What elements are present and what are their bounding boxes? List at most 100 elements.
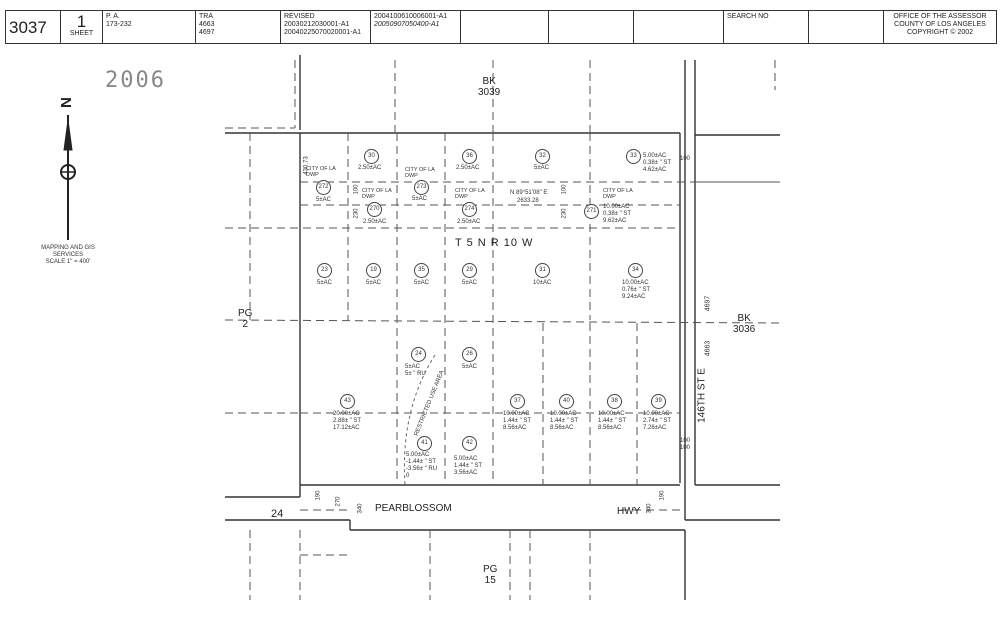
parcel-line: 8.56±AC bbox=[598, 425, 622, 431]
parcel-number: 273 bbox=[414, 180, 429, 195]
parcel-acreage: 2.50±AC bbox=[457, 219, 481, 225]
parcel-number: 274 bbox=[462, 202, 477, 217]
mapping-line: MAPPING AND GIS bbox=[41, 245, 95, 251]
revised-cell: REVISED 20030212030001-A1 20040225070020… bbox=[281, 11, 371, 43]
parcel-line: 1.44± " ST bbox=[454, 463, 483, 469]
parcel-line: 5± " RU bbox=[405, 371, 426, 377]
sheet-label: SHEET bbox=[69, 30, 94, 37]
parcel-line: 2.88± " ST bbox=[333, 418, 362, 424]
parcel-line: 10.00±AC bbox=[622, 280, 649, 286]
dimension-label: 230 bbox=[353, 208, 360, 219]
parcel-number: 34 bbox=[628, 263, 643, 278]
parcel-line: 8.56±AC bbox=[503, 425, 527, 431]
parcel-line: -3.56± " RU bbox=[406, 466, 438, 472]
parcel-line: 1.44± " ST bbox=[598, 418, 627, 424]
dimension-label: 340 bbox=[357, 503, 364, 514]
bk-text: BK bbox=[482, 76, 496, 87]
bk-number: 3039 bbox=[478, 87, 501, 98]
tra-cell: TRA 4663 4697 bbox=[196, 11, 281, 43]
parcel-acreage: 2.50±AC bbox=[358, 165, 382, 171]
office-line: OFFICE OF THE ASSESSOR bbox=[893, 13, 987, 20]
parcel-line: 1.44± " ST bbox=[503, 418, 532, 424]
pa-value: 173-232 bbox=[106, 21, 132, 28]
tra-label: TRA bbox=[199, 13, 213, 20]
parcel-number: 271 bbox=[584, 204, 599, 219]
parcel-line: 0.38± " ST bbox=[643, 160, 672, 166]
office-cell: OFFICE OF THE ASSESSOR COUNTY OF LOS ANG… bbox=[884, 11, 996, 43]
parcel-line: 0.38± " ST bbox=[603, 211, 632, 217]
pa-label: P. A. bbox=[106, 13, 120, 20]
parcel-line: 5±AC bbox=[405, 364, 420, 370]
map-book-number: 3037 bbox=[9, 18, 47, 37]
revised2-value: 2004100610006001-A1 bbox=[374, 13, 448, 20]
parcel-line: CITY OF LA bbox=[405, 167, 435, 173]
dimension-label: 100 bbox=[353, 184, 360, 195]
dimension-label: 430.73 bbox=[303, 156, 310, 175]
parcel-number: 43 bbox=[340, 394, 355, 409]
mapping-label: MAPPING AND GIS SERVICES SCALE 1" = 400' bbox=[38, 245, 98, 266]
parcel-line: 5.00±AC bbox=[454, 456, 478, 462]
dimension-label: 100 bbox=[680, 438, 691, 444]
parcel-line: 10.00±AC bbox=[603, 204, 630, 210]
sheet-cell: 1 SHEET bbox=[61, 11, 103, 43]
parcel-acreage: 5±AC bbox=[366, 280, 381, 286]
parcel-line: 5.00±AC bbox=[406, 452, 430, 458]
parcel-acreage: 2.50±AC bbox=[456, 165, 480, 171]
township-label: T 5 N R 10 W bbox=[455, 237, 534, 249]
parcel-line: DWP bbox=[362, 194, 375, 200]
mapping-line: SERVICES bbox=[52, 252, 84, 258]
parcel-acreage: 10±AC bbox=[533, 280, 552, 286]
north-arrow bbox=[60, 115, 76, 240]
pa-cell: P. A. 173-232 bbox=[103, 11, 196, 43]
tra-right-a: 4697 bbox=[704, 295, 712, 312]
parcel-acreage: 5±AC bbox=[317, 280, 332, 286]
blank-cell bbox=[809, 11, 884, 43]
parcel-number: 26 bbox=[462, 347, 477, 362]
bk-number: 3036 bbox=[733, 324, 756, 335]
parcel-line: 7.26±AC bbox=[643, 425, 667, 431]
parcel-number: 31 bbox=[535, 263, 550, 278]
parcel-number: 270 bbox=[367, 202, 382, 217]
parcel-line: 3.56±AC bbox=[454, 470, 478, 476]
parcel-line: DWP bbox=[405, 173, 418, 179]
pg-text: PG bbox=[483, 564, 498, 575]
bk-text: BK bbox=[737, 313, 751, 324]
parcel-line: 4.62±AC bbox=[643, 167, 667, 173]
parcel-acreage: 5±AC bbox=[414, 280, 429, 286]
dimension-label: 100 bbox=[561, 184, 568, 195]
parcel-number: 41 bbox=[417, 436, 432, 451]
parcel-number: 29 bbox=[462, 263, 477, 278]
title-block: 3037 1 SHEET P. A. 173-232 TRA 4663 4697… bbox=[5, 10, 997, 44]
road-label: PEARBLOSSOM bbox=[375, 503, 452, 514]
parcel-acreage: 5±AC bbox=[462, 280, 477, 286]
parcel-line: 10.00±AC bbox=[598, 411, 625, 417]
parcel-line: 10.00±AC bbox=[550, 411, 577, 417]
office-line: COPYRIGHT © 2002 bbox=[906, 29, 974, 36]
parcel-number: 42 bbox=[462, 436, 477, 451]
parcel-line: DWP bbox=[455, 194, 468, 200]
blank-cell bbox=[461, 11, 549, 43]
parcel-line: CITY OF LA bbox=[603, 188, 633, 194]
parcel-line: 1.44± " ST bbox=[550, 418, 579, 424]
search-label: SEARCH NO bbox=[727, 13, 769, 20]
parcel-line: DWP bbox=[603, 194, 616, 200]
parcel-line: 2.74± " ST bbox=[643, 418, 672, 424]
parcel-acreage: 5±AC bbox=[412, 196, 427, 202]
year-stamp: 2006 bbox=[105, 68, 166, 93]
parcel-number: 39 bbox=[651, 394, 666, 409]
